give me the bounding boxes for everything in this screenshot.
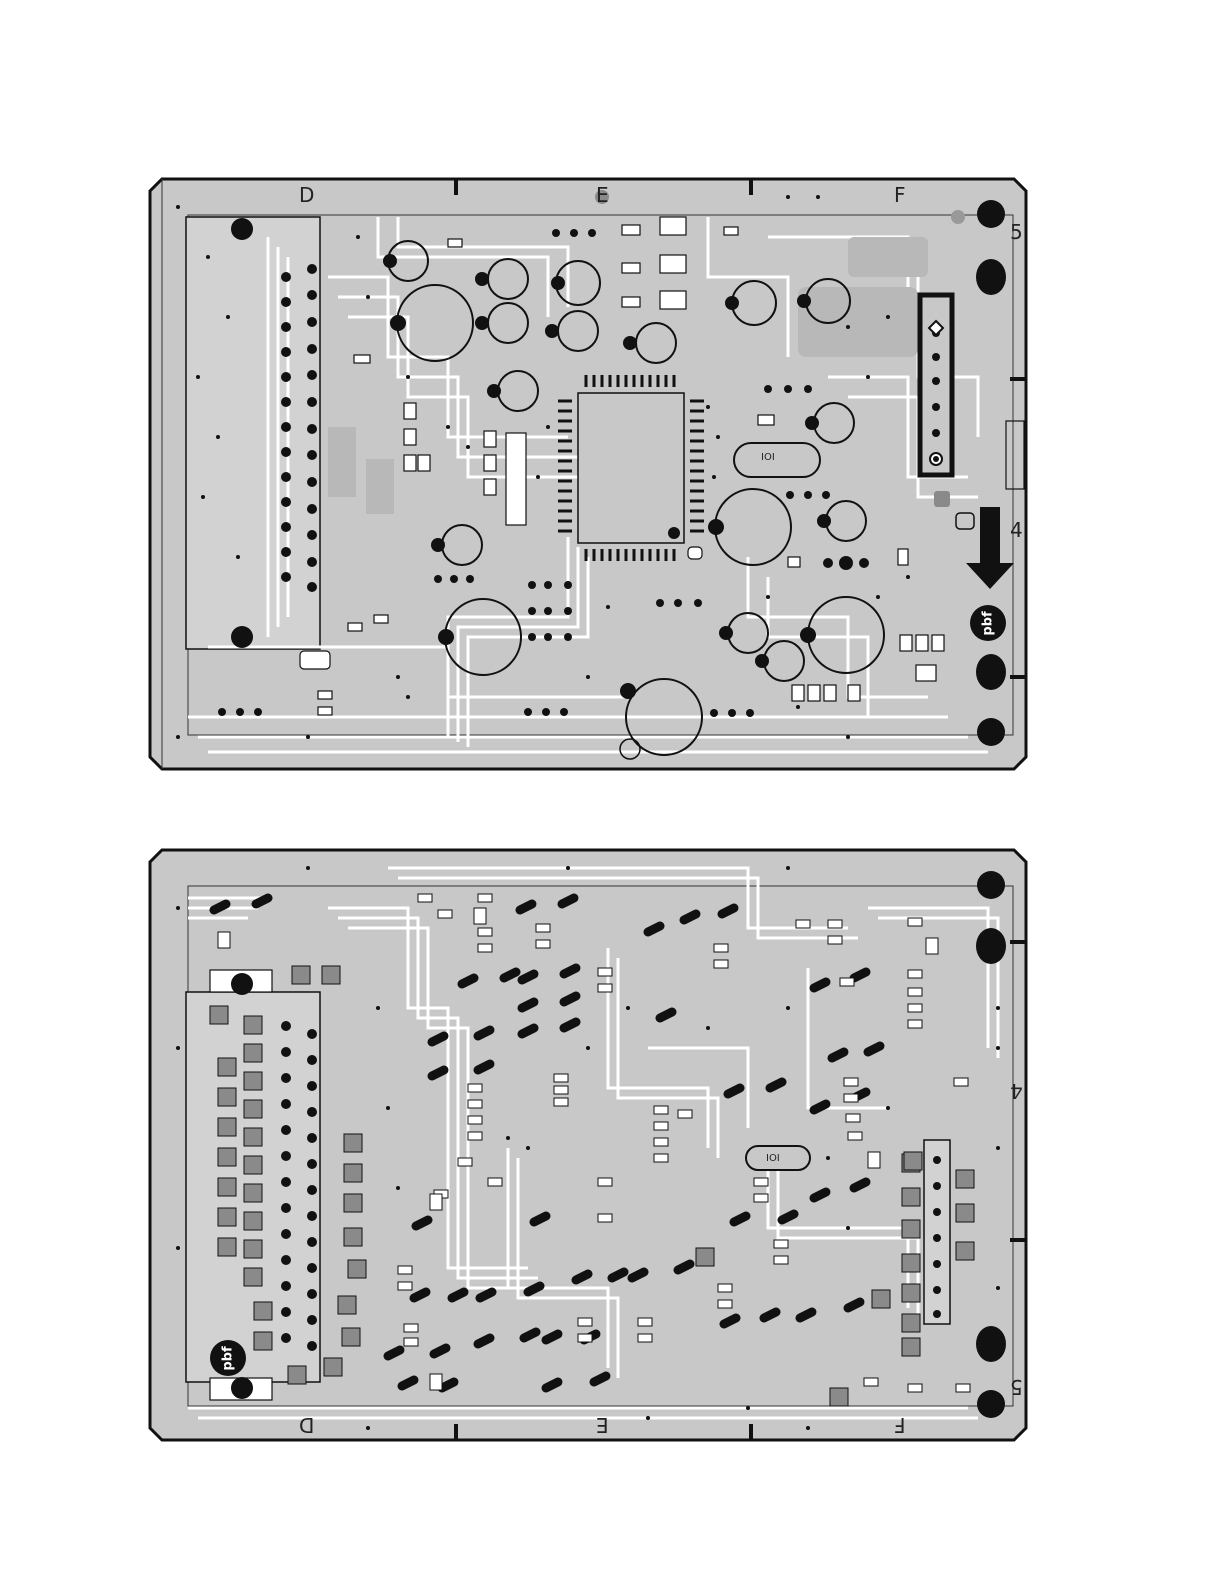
lead-free-mark: pbf <box>982 611 995 635</box>
row-label-5: 5 <box>1010 1377 1023 1397</box>
column-label-d: D <box>299 185 314 205</box>
column-label-f: F <box>894 1415 906 1435</box>
pcb-bottom-solder-side: D E F 4 5 IOI pbf <box>148 848 1028 1442</box>
pcb-top-component-side: D E F 5 4 IOI pbf <box>148 177 1028 771</box>
crystal-label: IOI <box>766 1151 780 1161</box>
row-label-5: 5 <box>1010 222 1023 242</box>
column-label-e: E <box>596 1415 609 1435</box>
pcb-top-drawing <box>148 177 1028 771</box>
row-label-4: 4 <box>1010 520 1023 540</box>
row-label-4: 4 <box>1010 1081 1023 1101</box>
pcb-bottom-drawing <box>148 848 1028 1442</box>
lead-free-mark: pbf <box>222 1346 235 1370</box>
column-label-d: D <box>299 1415 314 1435</box>
column-label-f: F <box>894 185 906 205</box>
crystal-label: IOI <box>761 453 775 463</box>
column-label-e: E <box>596 185 609 205</box>
